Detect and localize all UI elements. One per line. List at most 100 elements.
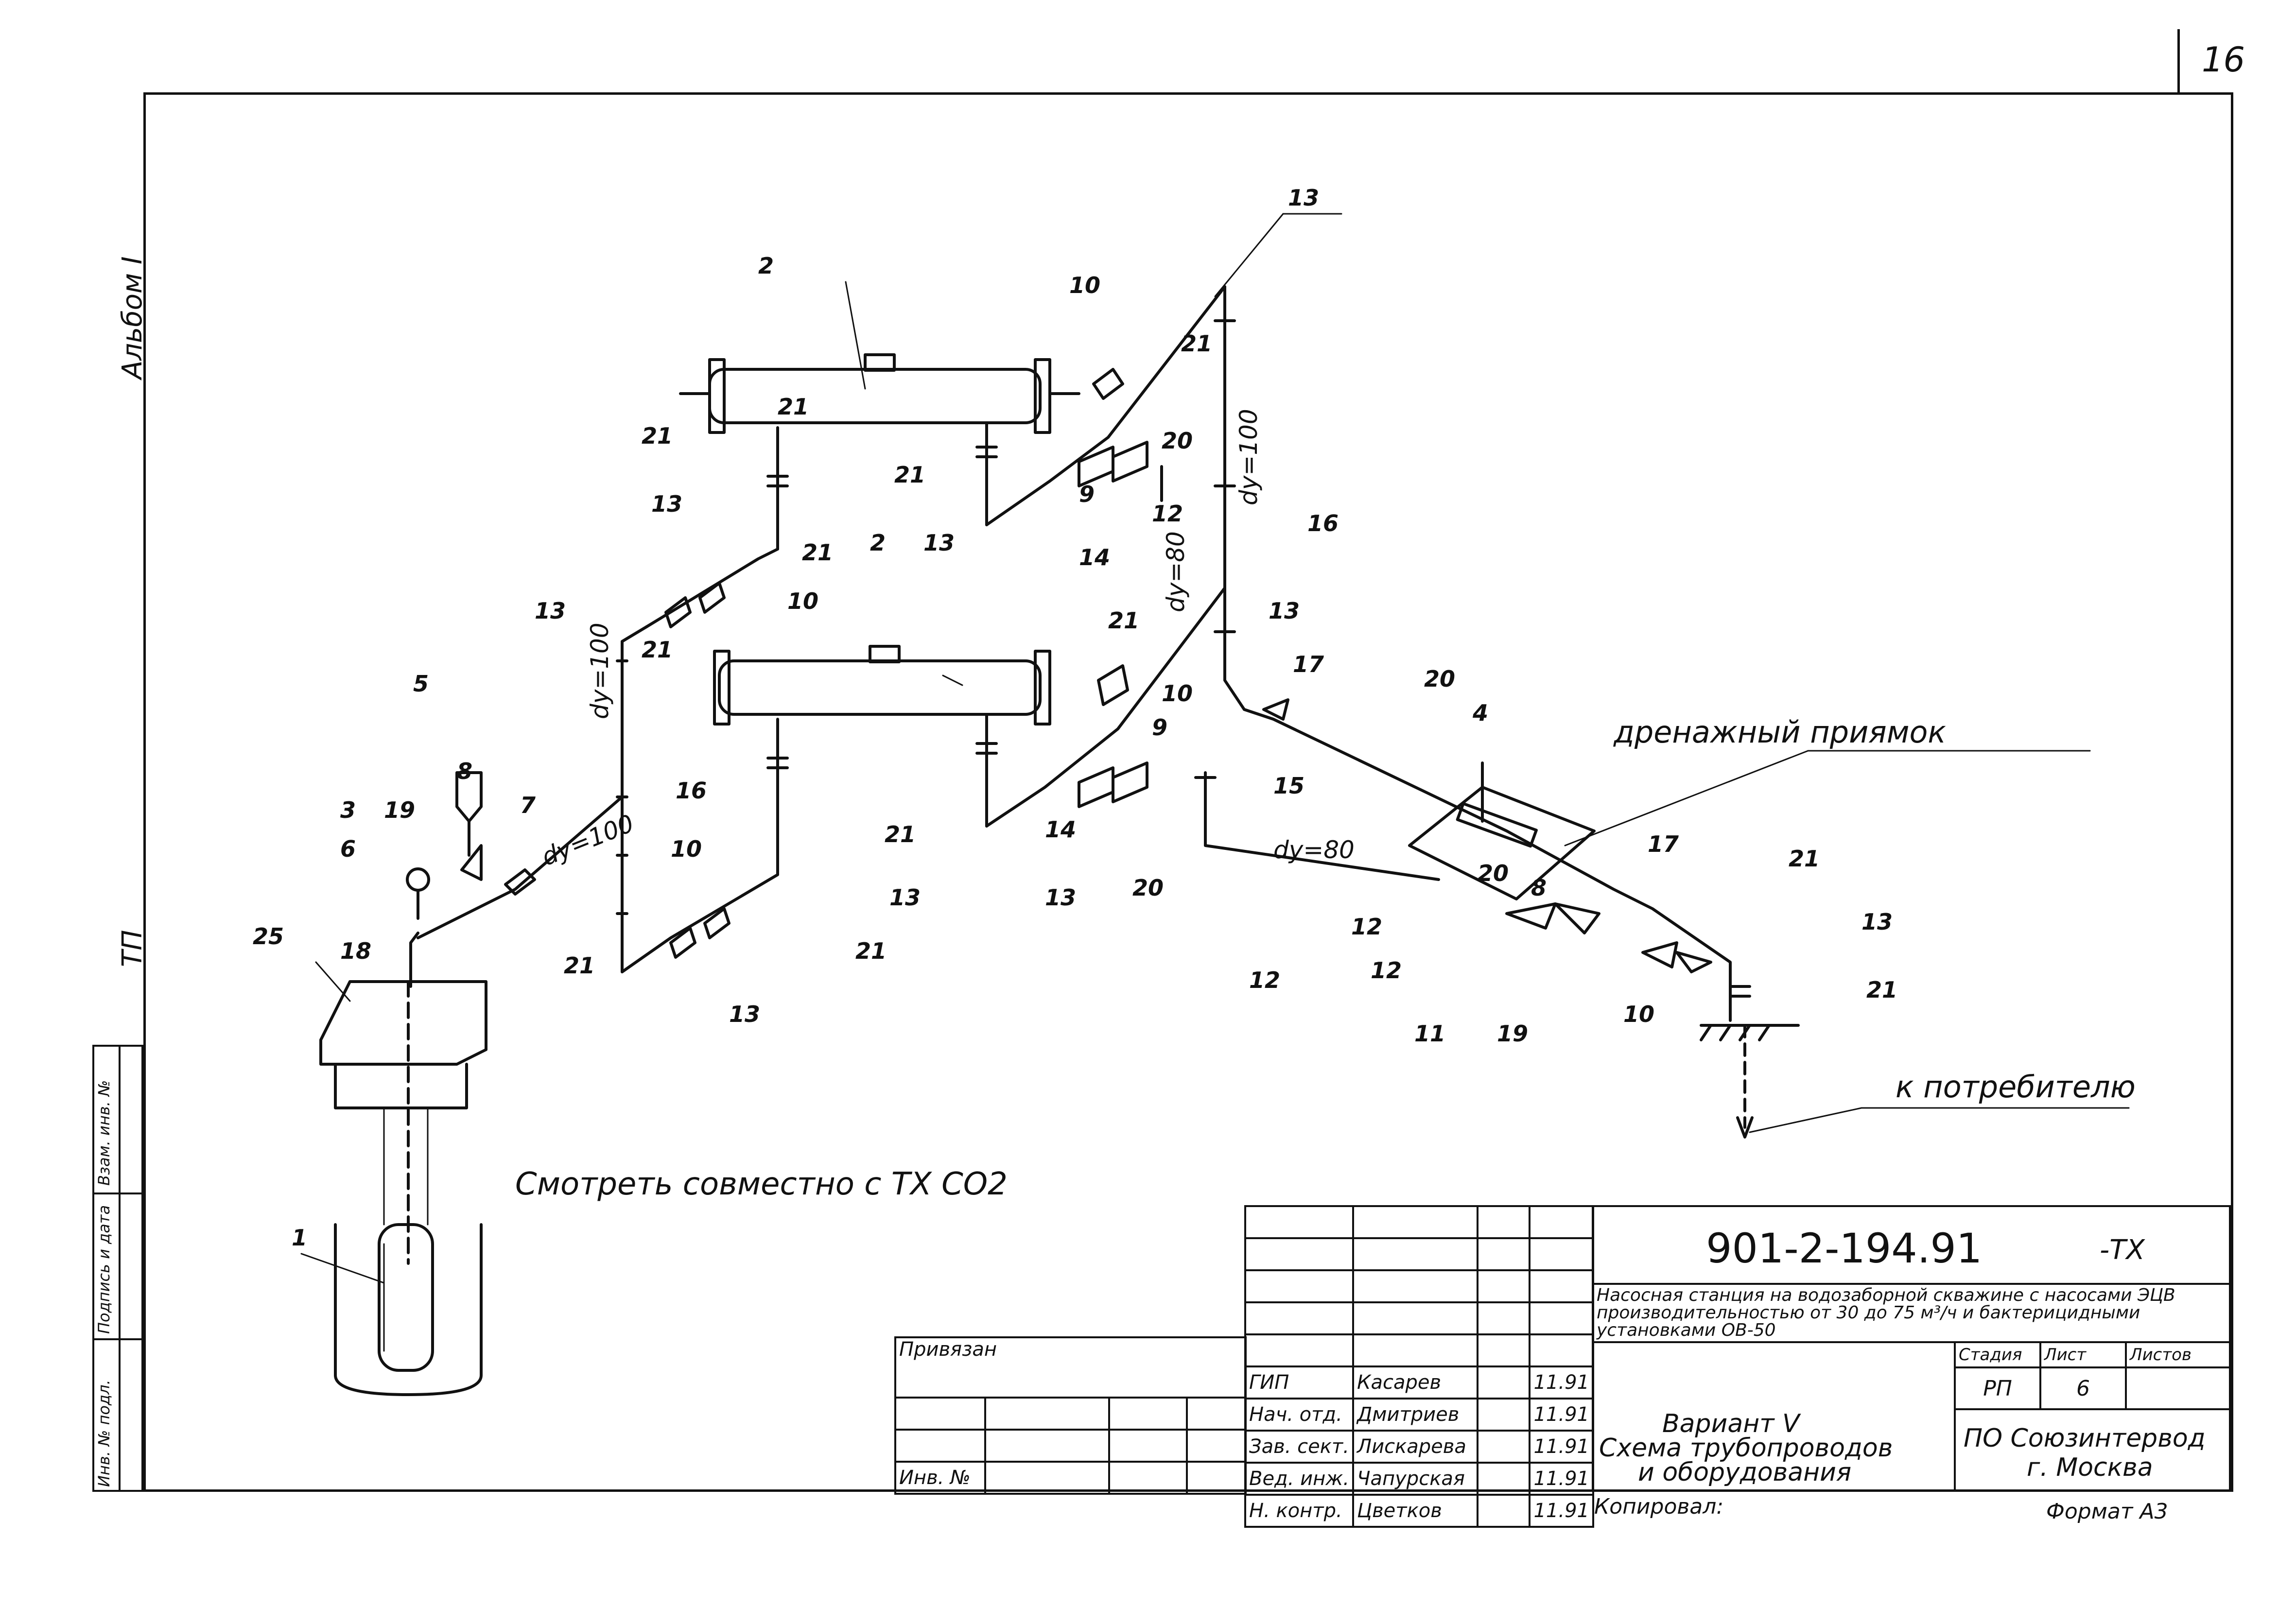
leader-label: 21 [855, 938, 887, 964]
leader-label: 19 [384, 797, 416, 823]
side-stamp [92, 1045, 143, 1492]
leader-label: 2 [758, 253, 774, 279]
leader-label: 21 [642, 637, 673, 663]
date: 11.91 [1529, 1398, 1594, 1432]
leader-label: 8 [457, 758, 473, 784]
role: ГИП [1244, 1365, 1355, 1400]
role: Н. контр. [1244, 1494, 1355, 1528]
organization-line-2: г. Москва [2027, 1453, 2153, 1482]
leader-label: 11 [1414, 1020, 1446, 1047]
leader-label: 21 [642, 423, 673, 449]
sheet-number: 16 [2202, 40, 2245, 80]
person: Чапурская [1352, 1462, 1479, 1496]
leader-label: 2 [870, 530, 886, 556]
drawing-title-line-1: Вариант V [1662, 1409, 1800, 1438]
leader-label: 21 [778, 394, 809, 420]
valve-8 [460, 844, 483, 881]
date: 11.91 [1529, 1462, 1594, 1496]
signature [1477, 1430, 1531, 1464]
signature [1477, 1494, 1531, 1528]
leader-label: 21 [802, 539, 834, 566]
leader-label: 10 [671, 836, 702, 862]
role: Зав. сект. [1244, 1430, 1355, 1464]
stage-value: РП [1954, 1366, 2041, 1410]
person: Лискарева [1352, 1430, 1479, 1464]
date: 11.91 [1529, 1494, 1594, 1528]
leader-label: 3 [340, 797, 356, 823]
leader-label: 21 [1181, 330, 1213, 357]
sampler-5 [455, 771, 483, 823]
date: 11.91 [1529, 1365, 1594, 1400]
leader-label: 18 [340, 938, 372, 964]
title-divider [1592, 1341, 2231, 1343]
project-description: Насосная станция на водозаборной скважин… [1597, 1285, 2175, 1340]
pipe-collector-top [985, 285, 1226, 526]
dy-label: dy=80 [1162, 531, 1190, 612]
document-code: 901-2-194.91 [1706, 1225, 1983, 1272]
pipe-dy100-inlet [417, 795, 624, 939]
leader-label: 13 [1269, 598, 1300, 624]
document-suffix: -ТХ [2100, 1234, 2145, 1266]
binding-grid: Привязан Инв. № [894, 1336, 1247, 1495]
leader-label: 13 [729, 1001, 761, 1027]
leader-label: 9 [1152, 714, 1168, 741]
drain-pit-label: дренажный приямок [1614, 714, 1946, 750]
sheet-number-box [2177, 29, 2180, 92]
leader-label: 16 [676, 778, 707, 804]
sheet-format: Формат А3 [2046, 1499, 2168, 1524]
leader-label: 17 [1648, 831, 1679, 857]
well-pump-1 [378, 1223, 434, 1372]
leader-label: 21 [1866, 977, 1898, 1003]
signature [1477, 1462, 1531, 1496]
leader-label: 21 [564, 952, 595, 979]
title-block-right [1592, 1205, 2231, 1492]
drawing-title-line-3: и оборудования [1638, 1458, 1852, 1487]
leader-label: 13 [1288, 185, 1320, 211]
dy-label: dy=80 [1273, 836, 1355, 864]
leader-label: 10 [1623, 1001, 1655, 1027]
leader-label: 12 [1249, 967, 1281, 993]
dy-label: dy=100 [586, 622, 614, 719]
person: Цветков [1352, 1494, 1479, 1528]
leader-label: 20 [1478, 860, 1509, 886]
person: Касарев [1352, 1365, 1479, 1400]
leader-label: 20 [1162, 428, 1193, 454]
leader-label: 21 [894, 462, 926, 488]
bactericidal-unit-2-top [708, 368, 1042, 424]
drain-pit-4 [1408, 786, 1596, 900]
leader-label: 25 [253, 923, 284, 950]
date: 11.91 [1529, 1430, 1594, 1464]
see-also-note: Смотреть совместно с ТХ СО2 [515, 1166, 1008, 1202]
sheet-value: 6 [2039, 1366, 2127, 1410]
well-casing [334, 1223, 483, 1396]
sheets-value [2125, 1366, 2231, 1410]
signature [1477, 1365, 1531, 1400]
leader-label: 10 [787, 588, 819, 614]
leader-label: 4 [1473, 700, 1489, 726]
title-divider [1592, 1283, 2231, 1285]
drawing-title-line-2: Схема трубопроводов [1599, 1434, 1893, 1463]
leader-label: 20 [1424, 666, 1456, 692]
leader-label: 19 [1497, 1020, 1529, 1047]
leader-label: 21 [1108, 607, 1140, 634]
consumer-label: к потребителю [1896, 1069, 2136, 1105]
leader-label: 1 [292, 1225, 308, 1251]
organization-line-1: ПО Союзинтервод [1964, 1424, 2206, 1453]
leader-label: 13 [535, 598, 566, 624]
pipe-riser [409, 932, 419, 988]
pipe-outlet [1243, 708, 1732, 1022]
leader-label: 8 [1531, 875, 1547, 901]
role: Нач. отд. [1244, 1398, 1355, 1432]
copied-by: Копировал: [1594, 1494, 1724, 1519]
leader-label: 13 [889, 884, 921, 911]
leader-label: 17 [1293, 651, 1324, 677]
title-divider [1954, 1409, 1956, 1492]
leader-label: 20 [1132, 875, 1164, 901]
leader-label: 13 [923, 530, 955, 556]
leader-label: 5 [413, 671, 429, 697]
pipe-dy80-vertical [1204, 771, 1440, 881]
dy-label: dy=100 [1235, 409, 1263, 505]
